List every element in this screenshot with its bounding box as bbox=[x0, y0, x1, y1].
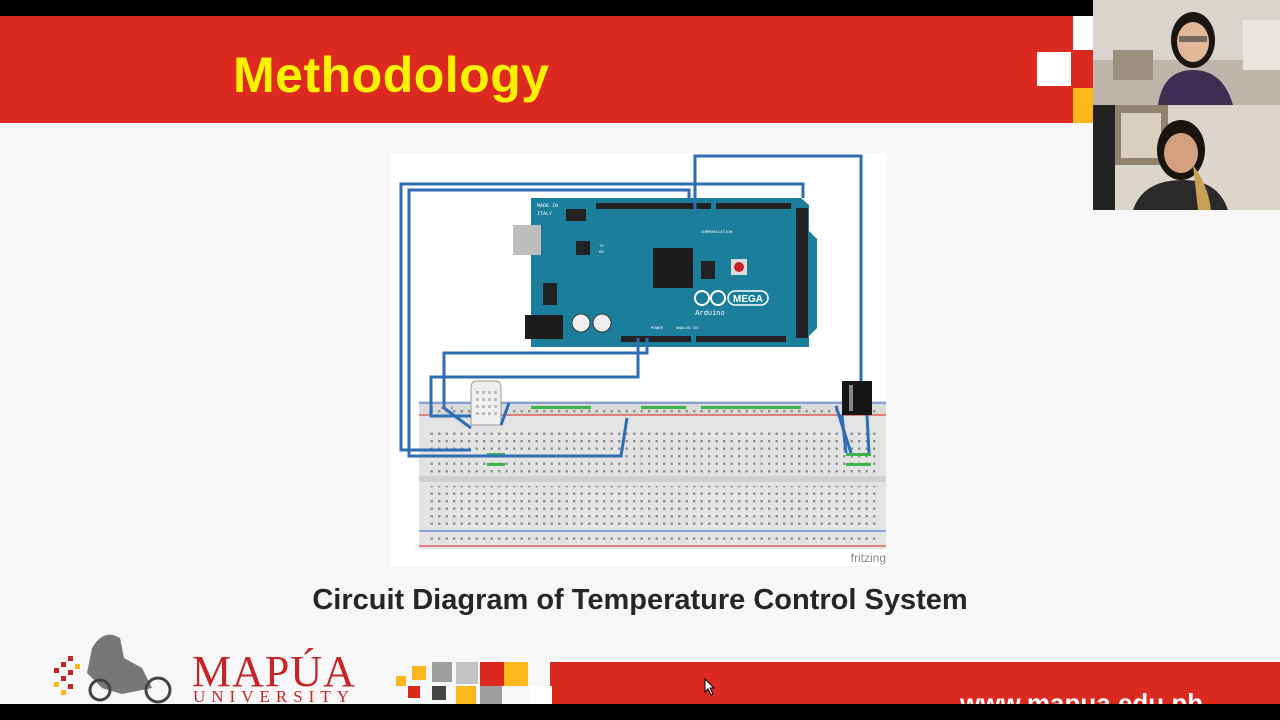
mouse-cursor-icon bbox=[704, 678, 716, 696]
slide-header-band: Methodology bbox=[0, 16, 1093, 123]
svg-text:MADE IN: MADE IN bbox=[537, 203, 558, 209]
mapua-emblem-logo bbox=[54, 634, 172, 704]
footer-checker-decoration bbox=[396, 662, 552, 704]
footer-band bbox=[550, 662, 1280, 704]
dht-sensor bbox=[470, 380, 502, 426]
header-checker-decoration bbox=[1037, 16, 1093, 123]
transistor-component bbox=[842, 381, 872, 415]
svg-text:ITALY: ITALY bbox=[537, 211, 552, 217]
participant-video-2[interactable] bbox=[1093, 105, 1280, 210]
svg-text:Arduino: Arduino bbox=[695, 310, 724, 318]
participant-video-1[interactable] bbox=[1093, 0, 1280, 105]
circuit-diagram: MEGA Arduino MADE IN ITALY COMMUNICATION… bbox=[391, 153, 886, 566]
circuit-diagram-graphic: MEGA Arduino MADE IN ITALY COMMUNICATION… bbox=[399, 154, 886, 565]
diagram-caption: Circuit Diagram of Temperature Control S… bbox=[312, 584, 968, 616]
svg-text:COMMUNICATION: COMMUNICATION bbox=[701, 231, 733, 235]
svg-text:POWER: POWER bbox=[651, 327, 664, 331]
university-subtitle: UNIVERSITY bbox=[193, 687, 355, 704]
participant-1-video-frame bbox=[1093, 0, 1280, 105]
arduino-mega-board: MEGA Arduino MADE IN ITALY COMMUNICATION… bbox=[513, 198, 817, 347]
participant-2-video-frame bbox=[1093, 105, 1280, 210]
svg-text:MEGA: MEGA bbox=[733, 294, 763, 305]
presentation-slide: Methodology bbox=[0, 16, 1280, 704]
university-name: MAPÚA bbox=[192, 647, 356, 696]
footer-url: www.mapua.edu.ph bbox=[960, 688, 1204, 704]
slide-title: Methodology bbox=[233, 47, 550, 103]
svg-text:ANALOG IN: ANALOG IN bbox=[676, 327, 698, 331]
fritzing-watermark: fritzing bbox=[851, 551, 886, 565]
svg-text:RX: RX bbox=[599, 251, 604, 255]
svg-text:TX: TX bbox=[599, 245, 604, 249]
